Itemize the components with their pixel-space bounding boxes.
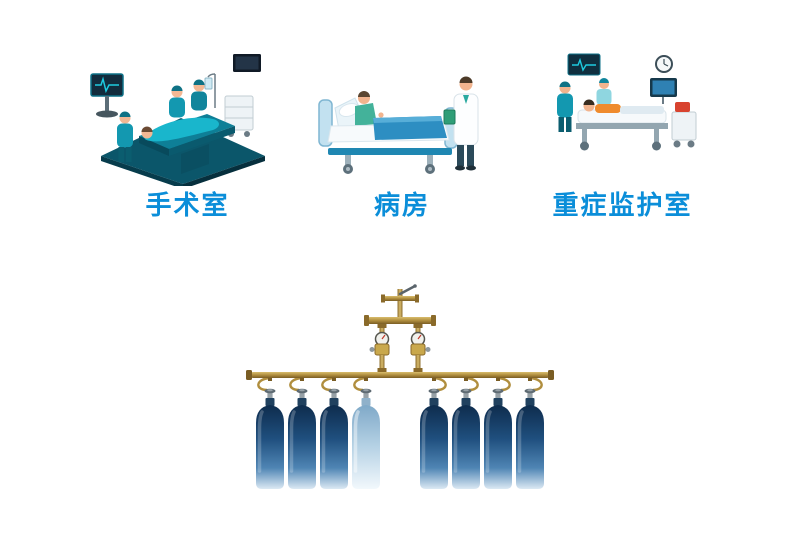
cylinder-group-right	[418, 396, 546, 491]
operating-room-icon	[90, 54, 265, 186]
pressure-regulators	[369, 331, 431, 356]
manifold-pigtails	[257, 376, 543, 392]
wall-display-icon	[233, 54, 261, 72]
manifold-header-pipe	[246, 370, 554, 381]
manifold-center-assembly	[364, 284, 436, 372]
iv-pole-icon	[204, 73, 216, 108]
icu-bed-icon	[576, 99, 668, 151]
equipment-cart-icon	[671, 102, 697, 148]
icu-illustration	[548, 52, 700, 176]
nurse-figures	[557, 78, 612, 132]
operating-room-illustration	[85, 48, 275, 186]
vitals-monitor-icon	[90, 73, 124, 118]
cylinder-group-left	[254, 396, 382, 491]
ward-label: 病房	[373, 190, 430, 220]
ward-illustration	[315, 68, 487, 180]
oxygen-manifold-icon	[246, 284, 554, 491]
gas-manifold-illustration	[240, 283, 560, 498]
doctor-figure	[443, 76, 479, 171]
icu-label: 重症监护室	[552, 190, 693, 220]
operating-room-label: 手术室	[145, 190, 230, 220]
ward-icon	[318, 76, 479, 174]
surgeon-figures	[117, 79, 207, 162]
icu-icon	[557, 53, 697, 151]
operating-table-icon	[139, 114, 235, 174]
icu-monitors	[567, 53, 677, 104]
hospital-bed-base	[327, 116, 452, 174]
patient-figure	[355, 91, 384, 126]
